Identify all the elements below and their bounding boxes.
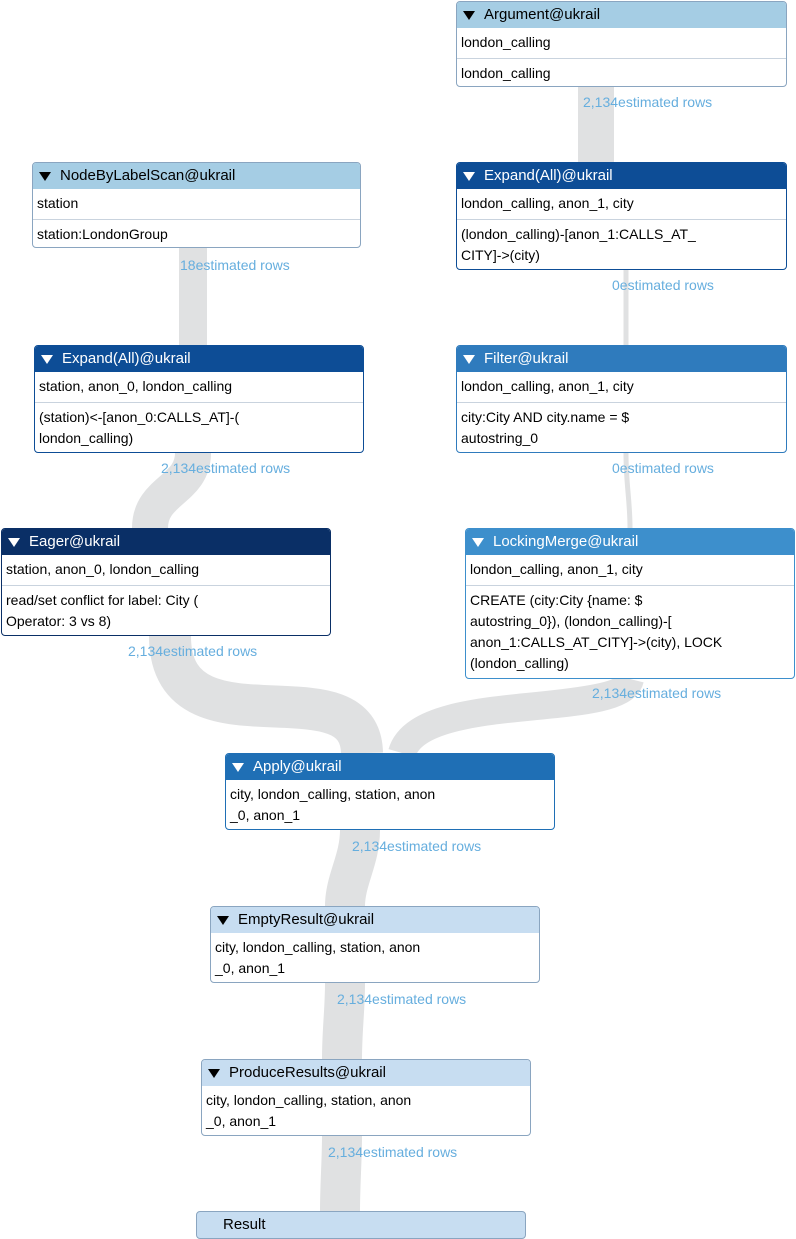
operator-title: EmptyResult@ukrail [238,911,375,928]
operator-eager[interactable]: Eager@ukrail station, anon_0, london_cal… [1,528,331,636]
estimated-rows-label: 2,134estimated rows [328,1144,458,1160]
flow-expand-to-eager [132,451,211,530]
triangle-down-icon[interactable] [8,537,20,547]
operator-title: ProduceResults@ukrail [229,1064,386,1081]
operator-expand-right[interactable]: Expand(All)@ukrail london_calling, anon_… [456,162,787,270]
operator-details: (station)<-[anon_0:CALLS_AT]-( london_ca… [35,402,363,452]
triangle-down-icon[interactable] [39,171,51,181]
operator-details: CREATE (city:City {name: $ autostring_0}… [466,585,794,678]
operator-title: LockingMerge@ukrail [493,533,639,550]
operator-header[interactable]: Eager@ukrail [2,529,330,555]
operator-header[interactable]: Apply@ukrail [226,754,554,780]
operator-details: city:City AND city.name = $ autostring_0 [457,402,786,452]
operator-identifiers: london_calling [461,34,551,50]
triangle-down-icon[interactable] [463,171,475,181]
operator-header[interactable]: LockingMerge@ukrail [466,529,794,555]
operator-argument[interactable]: Argument@ukrail london_calling london_ca… [456,1,787,87]
flow-empty-to-produce [322,982,365,1060]
operator-identifiers: london_calling, anon_1, city [470,561,643,577]
operator-header[interactable]: ProduceResults@ukrail [202,1060,530,1086]
operator-header[interactable]: NodeByLabelScan@ukrail [33,163,360,189]
operator-expand-left[interactable]: Expand(All)@ukrail station, anon_0, lond… [34,345,364,453]
operator-title: Expand(All)@ukrail [484,167,613,184]
operator-header[interactable]: Expand(All)@ukrail [457,163,786,189]
operator-title: Eager@ukrail [29,533,121,550]
estimated-rows-label: 18estimated rows [180,257,290,273]
operator-details: station:LondonGroup [33,219,360,247]
triangle-down-icon[interactable] [217,915,229,925]
operator-empty-result[interactable]: EmptyResult@ukrail city, london_calling,… [210,906,540,983]
operator-identifiers: london_calling, anon_1, city [461,195,634,211]
triangle-down-icon[interactable] [41,354,53,364]
operator-title: Filter@ukrail [484,350,569,367]
operator-identifiers: station, anon_0, london_calling [39,378,233,394]
triangle-down-icon[interactable] [232,762,244,772]
flow-apply-to-empty [325,829,380,908]
operator-identifiers: city, london_calling, station, anon _0, … [215,939,421,976]
operator-identifiers: city, london_calling, station, anon _0, … [230,786,436,823]
operator-apply[interactable]: Apply@ukrail city, london_calling, stati… [225,753,555,830]
flow-merge-to-apply [388,672,644,759]
operator-header[interactable]: Expand(All)@ukrail [35,346,363,372]
operator-header[interactable]: EmptyResult@ukrail [211,907,539,933]
estimated-rows-label: 2,134estimated rows [337,991,467,1007]
operator-title: Expand(All)@ukrail [62,350,191,367]
flow-eager-to-apply [149,634,383,756]
operator-node-by-label-scan[interactable]: NodeByLabelScan@ukrail station station:L… [32,162,361,248]
estimated-rows-label: 0estimated rows [612,460,714,476]
triangle-down-icon[interactable] [463,354,475,364]
operator-details: london_calling [457,58,786,86]
estimated-rows-label: 2,134estimated rows [128,643,258,659]
result-node[interactable]: Result [196,1211,526,1239]
operator-title: NodeByLabelScan@ukrail [60,167,236,184]
operator-header[interactable]: Filter@ukrail [457,346,786,372]
operator-details: read/set conflict for label: City ( Oper… [2,585,330,635]
estimated-rows-label: 0estimated rows [612,277,714,293]
operator-produce-results[interactable]: ProduceResults@ukrail city, london_calli… [201,1059,531,1136]
result-label: Result [223,1216,266,1233]
estimated-rows-label: 2,134estimated rows [161,460,291,476]
triangle-down-icon[interactable] [463,10,475,20]
operator-filter[interactable]: Filter@ukrail london_calling, anon_1, ci… [456,345,787,453]
operator-details: (london_calling)-[anon_1:CALLS_AT_ CITY]… [457,219,786,269]
operator-header[interactable]: Argument@ukrail [457,2,786,28]
triangle-down-icon[interactable] [208,1068,220,1078]
operator-identifiers: station, anon_0, london_calling [6,561,200,577]
operator-locking-merge[interactable]: LockingMerge@ukrail london_calling, anon… [465,528,795,679]
operator-identifiers: city, london_calling, station, anon _0, … [206,1092,412,1129]
triangle-down-icon[interactable] [472,537,484,547]
estimated-rows-label: 2,134estimated rows [583,94,713,110]
operator-identifiers: station [37,195,79,211]
flow-produce-to-result [320,1135,362,1212]
operator-identifiers: london_calling, anon_1, city [461,378,634,394]
estimated-rows-label: 2,134estimated rows [592,685,722,701]
operator-title: Apply@ukrail [253,758,342,775]
operator-title: Argument@ukrail [484,6,601,23]
estimated-rows-label: 2,134estimated rows [352,838,482,854]
flow-filter-to-merge [623,452,633,529]
